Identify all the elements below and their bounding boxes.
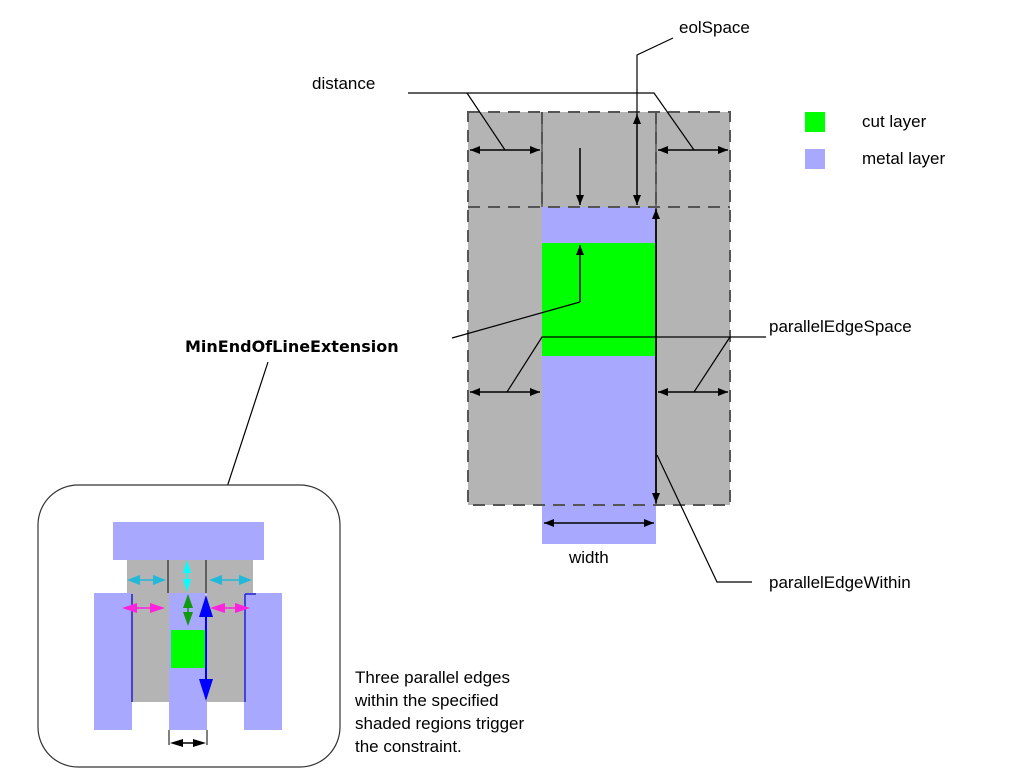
parallel-edge-space-label: parallelEdgeSpace bbox=[769, 317, 912, 336]
cut-via bbox=[542, 243, 656, 356]
inset-top-metal bbox=[113, 522, 264, 560]
title-label: MinEndOfLineExtension bbox=[185, 337, 399, 356]
caption-line-2: within the specified bbox=[354, 691, 499, 710]
right-parallel-region bbox=[656, 207, 730, 505]
inset-magenta-arrows bbox=[122, 603, 250, 613]
eol-region bbox=[468, 112, 730, 207]
legend-swatch-cut bbox=[805, 112, 825, 132]
caption-line-3: shaded regions trigger bbox=[355, 714, 525, 733]
caption-line-1: Three parallel edges bbox=[355, 668, 510, 687]
distance-label: distance bbox=[312, 74, 375, 93]
inset-caption: Three parallel edges within the specifie… bbox=[354, 668, 525, 756]
inset-green-arrow bbox=[183, 594, 193, 626]
legend: cut layer metal layer bbox=[805, 112, 945, 169]
inset-cyan-arrows bbox=[127, 560, 252, 592]
inset-right-metal bbox=[244, 593, 282, 730]
main-diagram: eolSpace distance MinEndOfLineExtension … bbox=[183, 18, 912, 606]
caption-line-4: the constraint. bbox=[355, 737, 462, 756]
inset-width-arrow bbox=[170, 739, 206, 747]
eol-space-label: eolSpace bbox=[679, 18, 750, 37]
legend-label-cut: cut layer bbox=[862, 112, 927, 131]
inset-left-metal bbox=[94, 593, 132, 730]
legend-label-metal: metal layer bbox=[862, 149, 945, 168]
left-parallel-region bbox=[468, 207, 542, 505]
legend-swatch-metal bbox=[805, 149, 825, 169]
parallel-edge-within-label: parallelEdgeWithin bbox=[769, 573, 911, 592]
inset-blue-arrow bbox=[199, 595, 213, 701]
inset-example bbox=[37, 484, 341, 768]
inset-cut bbox=[171, 630, 205, 668]
width-label: width bbox=[568, 548, 609, 567]
